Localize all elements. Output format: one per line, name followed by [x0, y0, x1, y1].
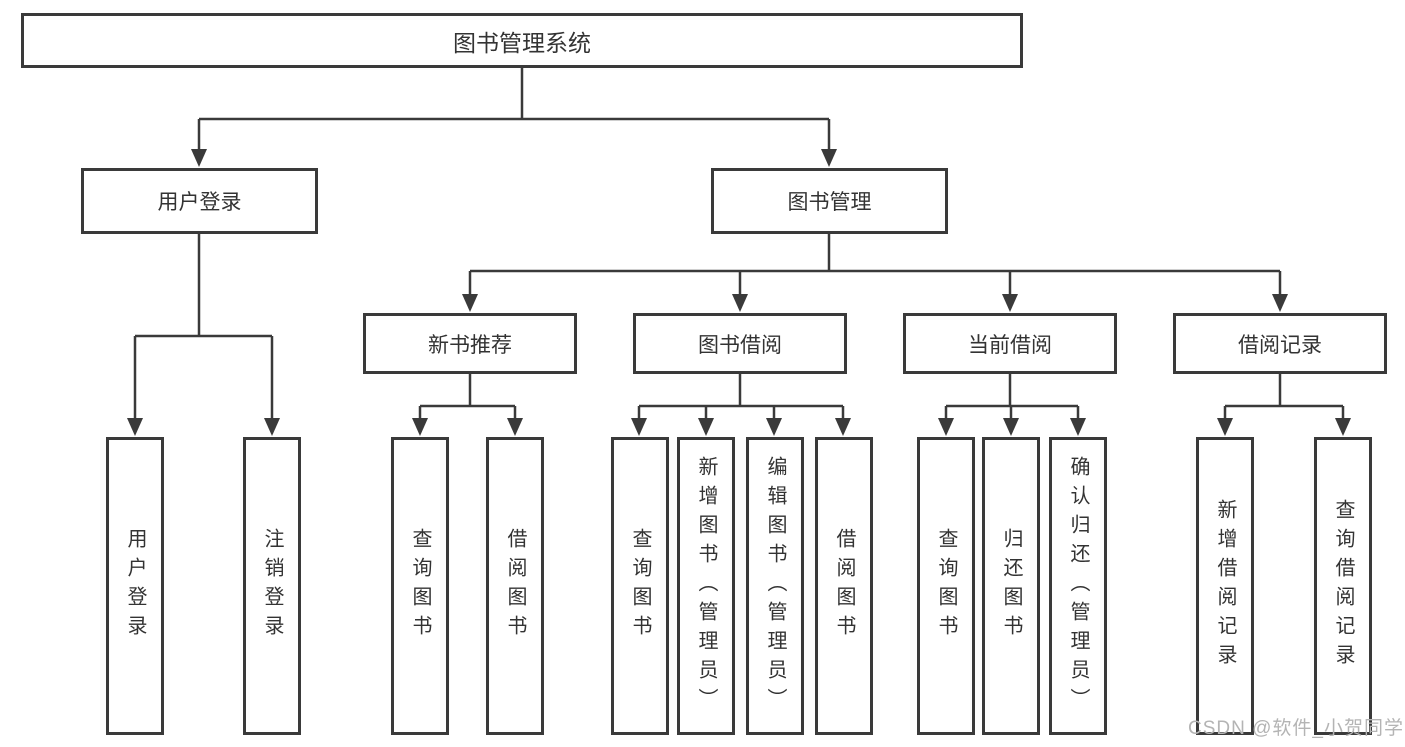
node-library-management-system: 图书管理系统 — [21, 13, 1023, 68]
leaf-label: 查询图书 — [409, 528, 431, 644]
leaf-label: 借阅图书 — [504, 528, 526, 644]
leaf-logout: 注销登录 — [243, 437, 301, 735]
node-label: 当前借阅 — [968, 333, 1052, 357]
leaf-label: 查询借阅记录 — [1332, 499, 1354, 673]
leaf-label: 确认归还（管理员） — [1067, 455, 1089, 717]
node-label: 新书推荐 — [428, 333, 512, 357]
leaf-label: 编辑图书（管理员） — [764, 455, 786, 717]
node-book-borrow: 图书借阅 — [633, 313, 847, 374]
leaf-label: 注销登录 — [261, 528, 283, 644]
leaf-borrow-books: 借阅图书 — [815, 437, 873, 735]
leaf-borrow-books-recommend: 借阅图书 — [486, 437, 544, 735]
leaf-label: 新增图书（管理员） — [695, 455, 717, 717]
node-label: 图书管理系统 — [453, 29, 591, 56]
csdn-watermark: CSDN @软件_小贺同学 — [1188, 718, 1404, 739]
node-borrow-records: 借阅记录 — [1173, 313, 1387, 374]
arrowheads — [127, 149, 1351, 436]
node-label: 图书借阅 — [698, 333, 782, 357]
node-user-login: 用户登录 — [81, 168, 318, 234]
leaf-confirm-return-admin: 确认归还（管理员） — [1049, 437, 1107, 735]
leaf-label: 新增借阅记录 — [1214, 499, 1236, 673]
leaf-edit-books-admin: 编辑图书（管理员） — [746, 437, 804, 735]
node-new-book-recommend: 新书推荐 — [363, 313, 577, 374]
leaf-query-books-current: 查询图书 — [917, 437, 975, 735]
leaf-query-borrow-record: 查询借阅记录 — [1314, 437, 1372, 735]
leaf-add-books-admin: 新增图书（管理员） — [677, 437, 735, 735]
node-book-management: 图书管理 — [711, 168, 948, 234]
leaf-label: 借阅图书 — [833, 528, 855, 644]
leaf-user-login: 用户登录 — [106, 437, 164, 735]
node-label: 图书管理 — [787, 191, 872, 214]
node-label: 用户登录 — [157, 191, 242, 214]
leaf-query-books-borrow: 查询图书 — [611, 437, 669, 735]
node-label: 借阅记录 — [1238, 333, 1322, 357]
leaf-add-borrow-record: 新增借阅记录 — [1196, 437, 1254, 735]
leaf-label: 查询图书 — [629, 528, 651, 644]
leaf-return-books: 归还图书 — [982, 437, 1040, 735]
leaf-label: 查询图书 — [935, 528, 957, 644]
node-current-borrow: 当前借阅 — [903, 313, 1117, 374]
leaf-label: 归还图书 — [1000, 528, 1022, 644]
leaf-query-books-recommend: 查询图书 — [391, 437, 449, 735]
leaf-label: 用户登录 — [124, 528, 146, 644]
